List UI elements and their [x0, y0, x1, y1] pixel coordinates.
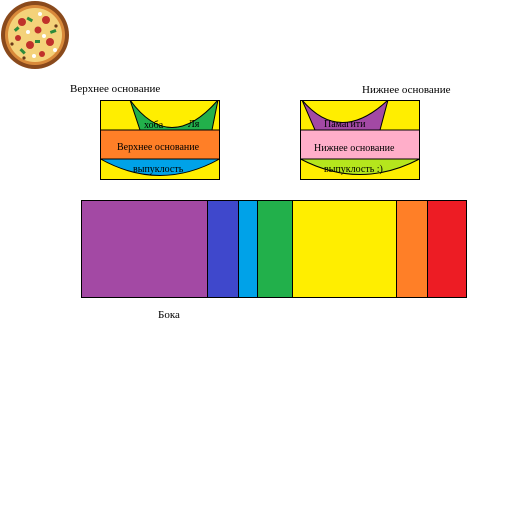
- bottom-cutout-text: Памагити: [324, 119, 366, 130]
- side-segment-6: [397, 200, 428, 298]
- top-bottom-text: выпуклость: [133, 164, 184, 175]
- side-segment-4: [258, 200, 293, 298]
- bottom-band-text: Нижнее основание: [314, 143, 395, 154]
- side-segment-2: [208, 200, 239, 298]
- side-strip: [81, 200, 467, 298]
- pizza-icon: [0, 0, 70, 70]
- side-segment-3: [239, 200, 258, 298]
- top-base-caption: Верхнее основание: [70, 83, 161, 95]
- side-segment-1: [81, 200, 208, 298]
- top-cutout-text-left: хоба: [144, 120, 164, 131]
- side-segment-5: [293, 200, 397, 298]
- sides-caption: Бока: [158, 309, 180, 321]
- bottom-bottom-text: выпуклость :): [324, 164, 383, 175]
- side-segment-7: [428, 200, 467, 298]
- top-base-panel: хоба Ля Верхнее основание выпуклость: [100, 100, 220, 180]
- bottom-base-panel: Памагити Нижнее основание выпуклость :): [300, 100, 420, 180]
- bottom-base-caption: Нижнее основание: [362, 84, 451, 96]
- top-cutout-text-right: Ля: [188, 119, 200, 130]
- top-band-text: Верхнее основание: [117, 142, 200, 153]
